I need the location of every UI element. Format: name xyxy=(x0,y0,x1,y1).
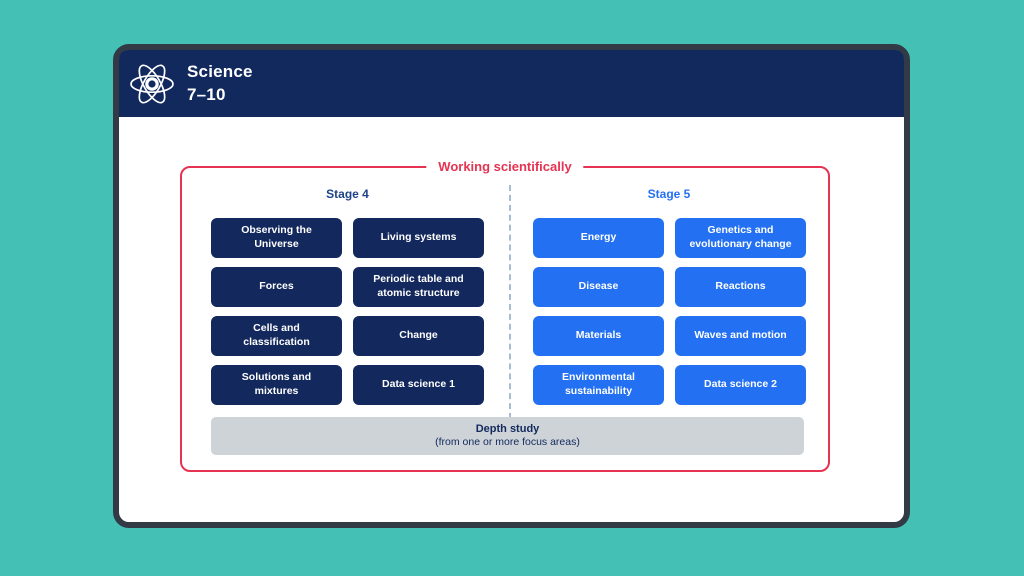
page-title-line1: Science xyxy=(187,62,253,82)
focus-area-button-materials[interactable]: Materials xyxy=(533,316,664,356)
focus-area-button-data-science-2[interactable]: Data science 2 xyxy=(675,365,806,405)
focus-area-button-waves-and-motion[interactable]: Waves and motion xyxy=(675,316,806,356)
header-bar: Science 7–10 xyxy=(119,50,904,117)
focus-area-button-periodic-table[interactable]: Periodic table and atomic structure xyxy=(353,267,484,307)
slide-card: Science 7–10 Working scientifically Stag… xyxy=(113,44,910,528)
focus-area-button-energy[interactable]: Energy xyxy=(533,218,664,258)
depth-study-bar: Depth study (from one or more focus area… xyxy=(211,417,804,455)
focus-area-button-forces[interactable]: Forces xyxy=(211,267,342,307)
working-scientifically-label: Working scientifically xyxy=(426,159,584,174)
focus-area-button-data-science-1[interactable]: Data science 1 xyxy=(353,365,484,405)
stage-4-grid: Observing the Universe Living systems Fo… xyxy=(211,218,484,405)
focus-area-button-disease[interactable]: Disease xyxy=(533,267,664,307)
focus-area-button-environmental-sustainability[interactable]: Environmental sustainability xyxy=(533,365,664,405)
page-title-line2: 7–10 xyxy=(187,84,226,104)
focus-area-button-change[interactable]: Change xyxy=(353,316,484,356)
focus-area-button-observing-the-universe[interactable]: Observing the Universe xyxy=(211,218,342,258)
stage-4-heading: Stage 4 xyxy=(326,187,369,201)
depth-study-title: Depth study xyxy=(475,423,540,436)
focus-area-button-solutions-and-mixtures[interactable]: Solutions and mixtures xyxy=(211,365,342,405)
stage-divider-dashed-line xyxy=(509,185,511,419)
stage-5-grid: Energy Genetics and evolutionary change … xyxy=(533,218,806,405)
depth-study-subtitle: (from one or more focus areas) xyxy=(435,436,580,449)
focus-area-button-cells-and-classification[interactable]: Cells and classification xyxy=(211,316,342,356)
working-scientifically-box: Working scientifically Stage 4 Stage 5 O… xyxy=(180,159,830,472)
atom-icon xyxy=(130,64,174,103)
focus-area-button-living-systems[interactable]: Living systems xyxy=(353,218,484,258)
stage-5-heading: Stage 5 xyxy=(647,187,691,201)
focus-area-button-genetics-evolutionary-change[interactable]: Genetics and evolutionary change xyxy=(675,218,806,258)
focus-area-button-reactions[interactable]: Reactions xyxy=(675,267,806,307)
page-title: Science 7–10 xyxy=(187,61,253,105)
